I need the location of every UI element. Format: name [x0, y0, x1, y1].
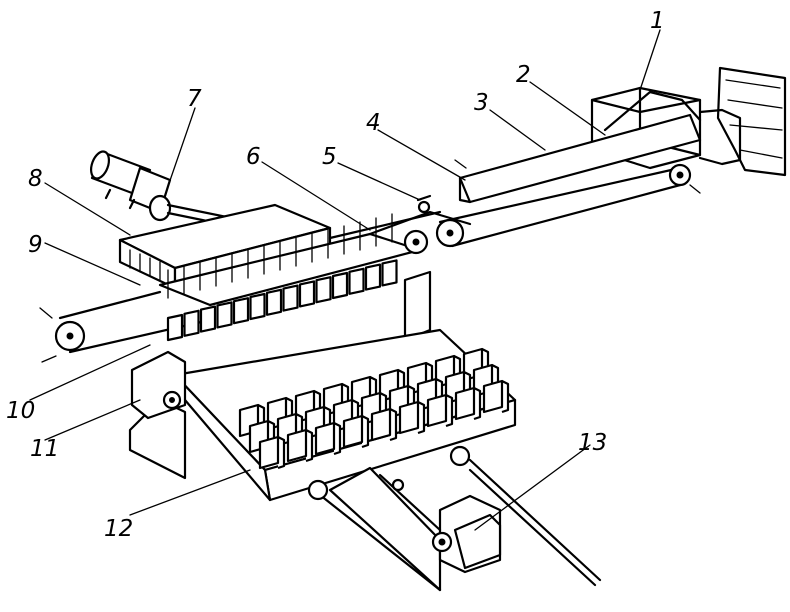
carriage-drive-13 [307, 445, 602, 592]
callout-3: 3 [474, 90, 489, 116]
gripped-brick [249, 292, 266, 321]
gripped-brick [298, 280, 316, 308]
leader-lines [29, 29, 661, 531]
pallet-brick [454, 386, 482, 421]
pallet-brick [342, 414, 370, 449]
callout-7: 7 [187, 86, 202, 112]
gripped-brick [315, 276, 332, 304]
callout-5: 5 [322, 144, 337, 170]
gripper-frame-6 [158, 210, 472, 307]
pallet-brick [426, 393, 454, 428]
gripper-fingers [167, 213, 393, 299]
gripped-brick [199, 305, 217, 333]
support-11 [128, 350, 187, 480]
callout-6: 6 [246, 144, 261, 170]
upper-conveyor [435, 113, 702, 248]
callout-13: 13 [578, 430, 607, 456]
pallet-brick [370, 407, 398, 442]
gripped-brick [183, 309, 200, 337]
pallet-brick [286, 428, 314, 463]
pallet-brick [258, 435, 286, 470]
gripper-side-plate [403, 270, 432, 342]
cylinder-7 [89, 150, 332, 248]
pallet-bricks [238, 347, 510, 470]
callout-12: 12 [104, 516, 133, 542]
gripped-brick [232, 297, 250, 325]
gripped-brick [381, 259, 398, 287]
gripped-bricks [166, 259, 398, 342]
pulley-5 [416, 194, 432, 214]
pallet-brick [482, 379, 510, 414]
callout-11: 11 [30, 436, 59, 462]
callout-1: 1 [650, 8, 665, 34]
pallet-brick [398, 400, 426, 435]
callout-9: 9 [28, 232, 43, 258]
gripped-brick [166, 313, 184, 342]
callout-4: 4 [366, 110, 381, 136]
gripped-brick [265, 288, 283, 316]
gripped-brick [348, 267, 365, 295]
wall-block [716, 66, 787, 177]
gripped-brick [364, 263, 382, 291]
callout-labels: 1 2 3 4 5 6 7 8 9 10 11 12 13 [6, 8, 665, 542]
gripped-brick [282, 284, 299, 312]
callout-2: 2 [516, 62, 531, 88]
pallet-brick [314, 421, 342, 456]
callout-10: 10 [6, 398, 35, 424]
gripped-brick [331, 271, 349, 300]
gripped-brick [216, 301, 233, 329]
callout-8: 8 [28, 166, 43, 192]
